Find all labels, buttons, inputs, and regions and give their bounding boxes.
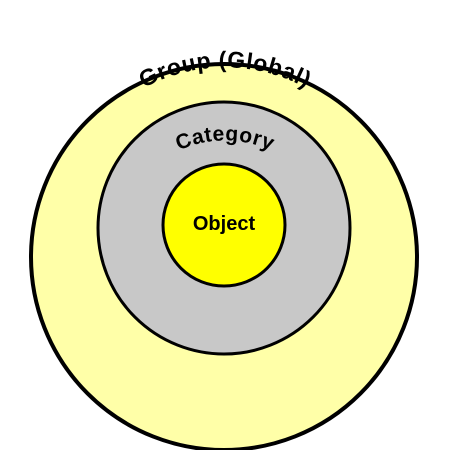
inner-circle-object	[161, 162, 287, 288]
inner-circle-label: Object	[193, 213, 256, 235]
